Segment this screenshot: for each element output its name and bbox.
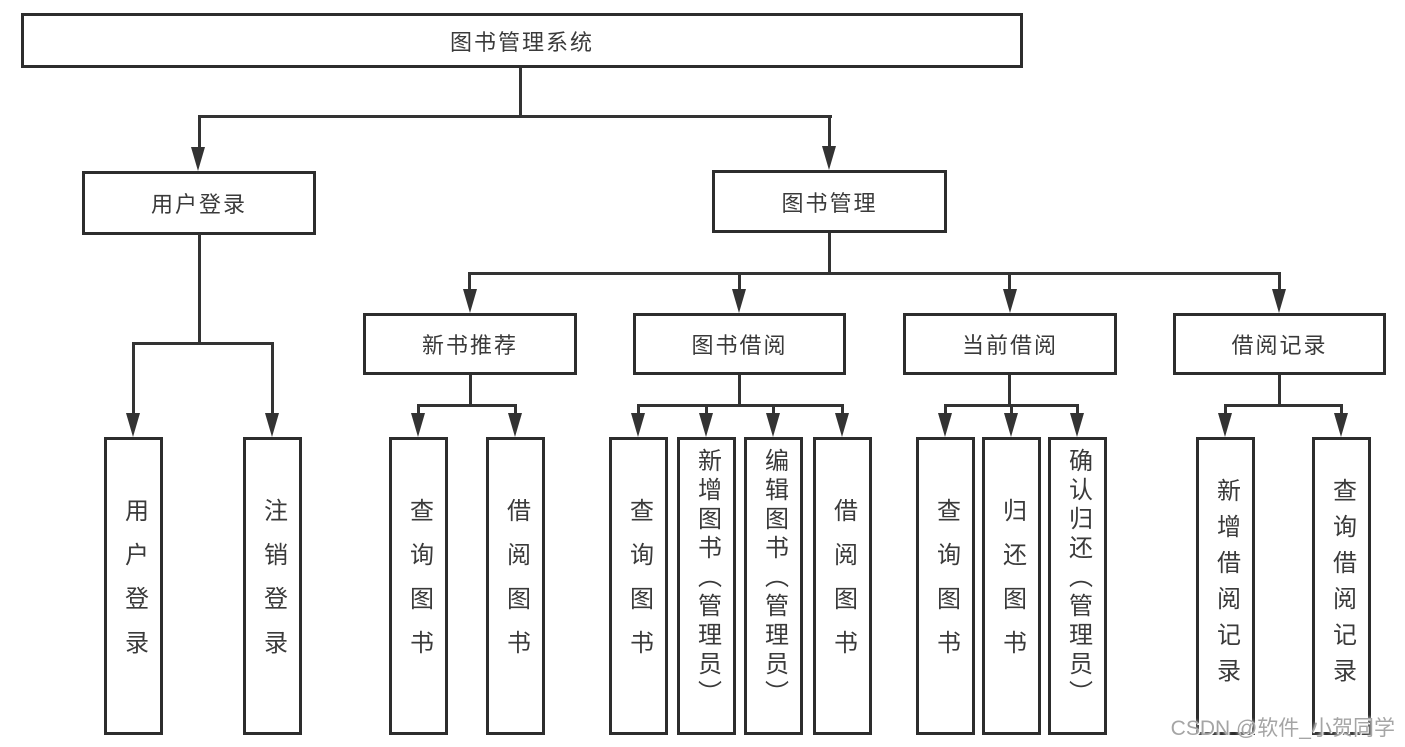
leaf-user-login: 用户登录	[104, 437, 163, 735]
connector-to-current-borrow-shaft	[1008, 272, 1011, 292]
node-borrow-records-label: 借阅记录	[1231, 333, 1328, 358]
node-user-login-label: 用户登录	[150, 192, 247, 217]
leaf-edit-book-admin: 编辑图书（管理员）	[744, 437, 803, 735]
leaf-query-book-borrow: 查询图书	[609, 437, 668, 735]
connector-leaf-shaft	[1010, 404, 1013, 416]
connector-to-book-borrow-shaft	[738, 272, 741, 292]
connector-user-login-rail	[132, 342, 274, 345]
connector-to-leaf-logout-shaft	[271, 342, 274, 416]
connector-book-management-stem	[828, 233, 831, 275]
arrowhead-to-leaf-query-book-current-icon	[938, 413, 952, 437]
node-current-borrow-label: 当前借阅	[961, 333, 1058, 358]
connector-to-book-management-shaft	[828, 115, 831, 148]
connector-book-borrow-stem	[738, 375, 741, 406]
arrowhead-to-current-borrow-icon	[1003, 289, 1017, 313]
arrowhead-to-leaf-logout-icon	[265, 413, 279, 437]
connector-borrow-records-stem	[1278, 375, 1281, 406]
node-user-login: 用户登录	[82, 171, 316, 235]
leaf-confirm-return-admin-label: 确认归还（管理员）	[1064, 448, 1092, 709]
connector-leaf-shaft	[772, 404, 775, 416]
node-new-book-recommend-label: 新书推荐	[421, 333, 518, 358]
watermark: CSDN @软件_小贺同学	[1170, 717, 1395, 740]
connector-book-borrow-rail	[637, 404, 844, 407]
connector-new-book-recommend-rail	[417, 404, 517, 407]
connector-root-stem	[519, 68, 522, 117]
leaf-add-borrow-record: 新增借阅记录	[1196, 437, 1255, 735]
leaf-logout-login-label: 注销登录	[259, 498, 287, 674]
arrowhead-to-leaf-borrow-book-icon	[835, 413, 849, 437]
node-root: 图书管理系统	[21, 13, 1023, 68]
connector-leaf-shaft	[841, 404, 844, 416]
node-current-borrow: 当前借阅	[903, 313, 1117, 375]
connector-current-borrow-stem	[1008, 375, 1011, 406]
arrowhead-to-leaf-edit-book-icon	[766, 413, 780, 437]
node-book-borrow-label: 图书借阅	[691, 333, 788, 358]
leaf-edit-book-admin-label: 编辑图书（管理员）	[760, 448, 788, 709]
leaf-borrow-book-label: 借阅图书	[829, 498, 857, 674]
arrowhead-to-book-borrow-icon	[732, 289, 746, 313]
connector-leaf-shaft	[1076, 404, 1079, 416]
arrowhead-to-leaf-add-book-icon	[699, 413, 713, 437]
arrowhead-to-leaf-query-book-borrow-icon	[631, 413, 645, 437]
leaf-confirm-return-admin: 确认归还（管理员）	[1048, 437, 1107, 735]
connector-leaf-shaft	[1224, 404, 1227, 416]
connector-user-login-stem	[198, 234, 201, 344]
connector-leaf-shaft	[637, 404, 640, 416]
leaf-borrow-book-newrec-label: 借阅图书	[502, 498, 530, 674]
leaf-query-book-current-label: 查询图书	[932, 498, 960, 674]
connector-leaf-shaft	[1340, 404, 1343, 416]
arrowhead-to-leaf-query-record-icon	[1334, 413, 1348, 437]
arrowhead-to-book-management-icon	[822, 146, 836, 170]
leaf-query-book-borrow-label: 查询图书	[625, 498, 653, 674]
connector-leaf-shaft	[417, 404, 420, 416]
connector-leaf-shaft	[514, 404, 517, 416]
connector-leaf-shaft	[944, 404, 947, 416]
arrowhead-to-leaf-borrow-book-newrec-icon	[508, 413, 522, 437]
connector-to-leaf-user-login-shaft	[132, 342, 135, 416]
arrowhead-to-user-login-icon	[191, 147, 205, 171]
arrowhead-to-leaf-confirm-return-icon	[1070, 413, 1084, 437]
arrowhead-to-new-book-recommend-icon	[463, 289, 477, 313]
connector-borrow-records-rail	[1224, 404, 1343, 407]
leaf-return-book: 归还图书	[982, 437, 1041, 735]
arrowhead-to-leaf-return-book-icon	[1004, 413, 1018, 437]
connector-level3-rail	[468, 272, 1281, 275]
node-new-book-recommend: 新书推荐	[363, 313, 577, 375]
arrowhead-to-leaf-add-record-icon	[1218, 413, 1232, 437]
arrowhead-to-leaf-user-login-icon	[126, 413, 140, 437]
leaf-add-book-admin: 新增图书（管理员）	[677, 437, 736, 735]
leaf-add-book-admin-label: 新增图书（管理员）	[693, 448, 721, 709]
leaf-add-borrow-record-label: 新增借阅记录	[1212, 478, 1240, 694]
connector-new-book-recommend-stem	[469, 375, 472, 406]
arrowhead-to-leaf-query-book-newrec-icon	[411, 413, 425, 437]
leaf-user-login-label: 用户登录	[120, 498, 148, 674]
connector-level1-rail	[198, 115, 832, 118]
leaf-query-book-newrec: 查询图书	[389, 437, 448, 735]
leaf-logout-login: 注销登录	[243, 437, 302, 735]
leaf-borrow-book-newrec: 借阅图书	[486, 437, 545, 735]
connector-to-new-book-recommend-shaft	[468, 272, 471, 292]
connector-leaf-shaft	[705, 404, 708, 416]
connector-to-user-login-shaft	[198, 115, 201, 149]
leaf-query-book-current: 查询图书	[916, 437, 975, 735]
arrowhead-to-borrow-records-icon	[1272, 289, 1286, 313]
node-book-management-label: 图书管理	[781, 190, 878, 216]
node-root-label: 图书管理系统	[449, 29, 594, 55]
leaf-return-book-label: 归还图书	[998, 498, 1026, 674]
leaf-query-borrow-record-label: 查询借阅记录	[1328, 478, 1356, 694]
node-borrow-records: 借阅记录	[1173, 313, 1386, 375]
leaf-query-borrow-record: 查询借阅记录	[1312, 437, 1371, 735]
node-book-borrow: 图书借阅	[633, 313, 846, 375]
leaf-query-book-newrec-label: 查询图书	[405, 498, 433, 674]
node-book-management: 图书管理	[712, 170, 947, 233]
connector-to-borrow-records-shaft	[1278, 272, 1281, 292]
leaf-borrow-book: 借阅图书	[813, 437, 872, 735]
